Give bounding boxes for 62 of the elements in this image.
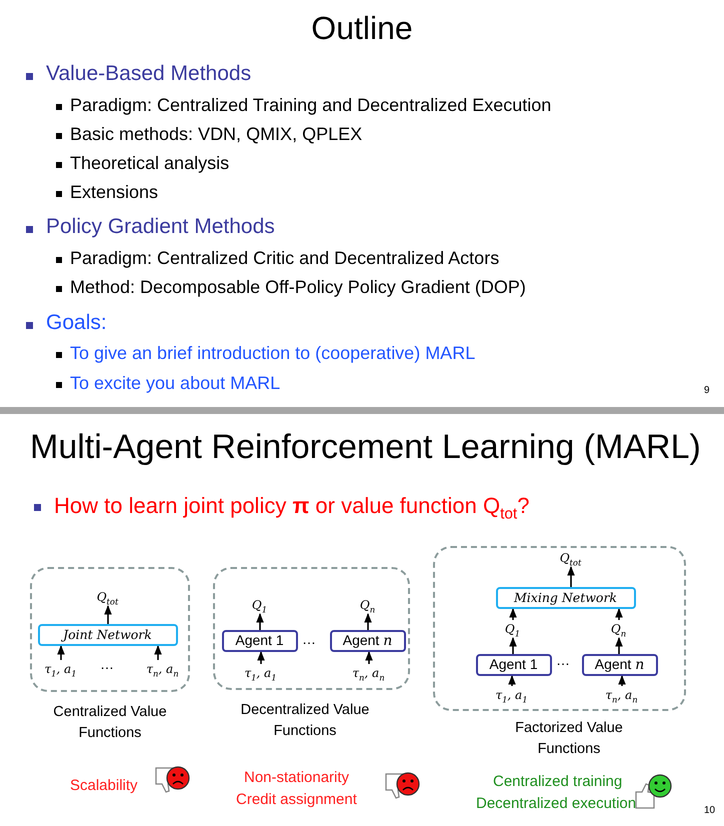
dashed-group-box bbox=[30, 567, 190, 692]
arrow bbox=[104, 605, 112, 624]
bullet-item: Method: Decomposable Off-Policy Policy Gradient (DOP) bbox=[70, 277, 526, 298]
dashed-group-box bbox=[433, 546, 686, 711]
slide-title: Multi-Agent Reinforcement Learning (MARL) bbox=[30, 428, 701, 467]
dashed-group-box bbox=[213, 567, 410, 690]
slide-title: Outline bbox=[310, 10, 414, 47]
network-box: Mixing Network bbox=[496, 586, 636, 608]
math-label: τ$_{1}$, a$_{1}$ bbox=[236, 664, 286, 682]
ellipsis: … bbox=[556, 652, 570, 668]
math-label: Q$_{1}$ bbox=[498, 620, 526, 638]
arrow bbox=[154, 645, 162, 660]
agent-box: Agent 1 bbox=[476, 654, 552, 676]
math-label: τ$_{n}$, a$_{n}$ bbox=[596, 686, 646, 704]
arrow bbox=[364, 613, 372, 630]
question-text: How to learn joint policy π or value function Q$_{tot}$? bbox=[54, 493, 530, 524]
math-label: τ$_{1}$, a$_{1}$ bbox=[486, 686, 536, 704]
page-number: 10 bbox=[704, 805, 716, 816]
drawback-text: Scalability bbox=[70, 777, 138, 794]
caption-text: Centralized Value Functions bbox=[52, 703, 168, 743]
section-heading: Value-Based Methods bbox=[46, 62, 252, 86]
section-heading: Policy Gradient Methods bbox=[46, 215, 275, 239]
caption-text: Decentralized Value Functions bbox=[240, 701, 370, 741]
bullet-item: Paradigm: Centralized Critic and Decentralized Actors bbox=[70, 248, 500, 269]
advantage-text: Centralized training bbox=[493, 773, 622, 790]
arrow bbox=[508, 675, 516, 686]
agent-box: Agent n bbox=[582, 654, 658, 676]
arrow bbox=[615, 608, 623, 620]
math-label: Q$_{tot}$ bbox=[88, 588, 128, 606]
arrow bbox=[615, 637, 623, 654]
arrow bbox=[509, 637, 517, 654]
math-label: Q$_{n}$ bbox=[352, 596, 384, 614]
bullet-item: Theoretical analysis bbox=[70, 153, 230, 174]
arrow bbox=[256, 613, 264, 630]
section-heading: Goals: bbox=[46, 311, 107, 335]
math-label: τ$_{1}$, a$_{1}$ bbox=[38, 660, 84, 678]
math-label: τ$_{n}$, a$_{n}$ bbox=[138, 660, 188, 678]
page-number: 9 bbox=[704, 385, 710, 396]
math-label: Q$_{n}$ bbox=[604, 620, 634, 638]
math-label: τ$_{n}$, a$_{n}$ bbox=[344, 664, 394, 682]
advantage-text: Decentralized execution bbox=[476, 795, 636, 812]
math-label: Q$_{1}$ bbox=[246, 596, 274, 614]
network-box: Joint Network bbox=[38, 624, 178, 646]
arrow bbox=[57, 645, 65, 660]
bullet-item: Extensions bbox=[70, 182, 158, 203]
arrow bbox=[257, 651, 265, 664]
bullet-item: To give an brief introduction to (cooperative) MARL bbox=[70, 343, 476, 364]
caption-text: Factorized Value Functions bbox=[514, 719, 624, 759]
arrow bbox=[365, 651, 373, 664]
drawback-text: Non-stationarity bbox=[244, 769, 350, 786]
arrow bbox=[567, 566, 575, 587]
bullet-item: Basic methods: VDN, QMIX, QPLEX bbox=[70, 124, 362, 145]
agent-box: Agent 1 bbox=[222, 630, 298, 652]
ellipsis: … bbox=[100, 656, 114, 672]
drawback-text: Credit assignment bbox=[236, 791, 357, 808]
math-label: Q$_{tot}$ bbox=[550, 548, 590, 566]
bullet-item: To excite you about MARL bbox=[70, 373, 280, 394]
ellipsis: … bbox=[302, 631, 316, 647]
arrow bbox=[509, 608, 517, 620]
agent-box: Agent n bbox=[330, 630, 406, 652]
bullet-item: Paradigm: Centralized Training and Decentralized Execution bbox=[70, 95, 552, 116]
arrow bbox=[618, 675, 626, 686]
